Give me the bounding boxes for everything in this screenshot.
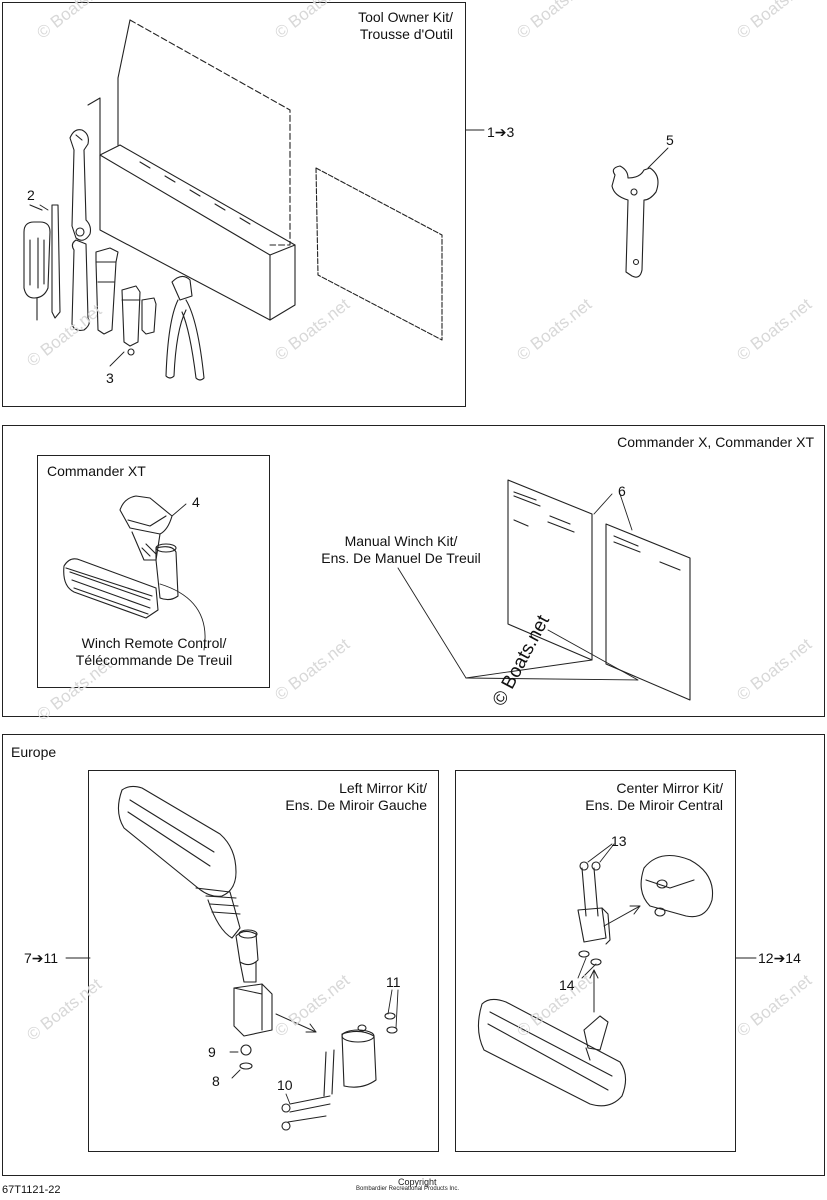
winch-remote-label-line2: Télécommande De Treuil — [75, 652, 233, 668]
tool-kit-title-line1: Tool Owner Kit/ — [358, 9, 453, 25]
center-mirror-subpanel — [455, 770, 736, 1152]
small-socket-drawing — [141, 297, 157, 335]
callout-2: 2 — [27, 187, 35, 203]
callout-11: 11 — [386, 974, 401, 990]
callout-14: 14 — [559, 977, 575, 993]
left-mirror-title-line1: Left Mirror Kit/ — [339, 780, 427, 796]
socket-three-drawing — [121, 285, 141, 356]
callout-13: 13 — [611, 833, 627, 849]
commander-panel — [2, 425, 825, 717]
callout-9: 9 — [208, 1044, 216, 1060]
callout-8: 8 — [212, 1073, 220, 1089]
tool-card-drawing — [315, 167, 443, 341]
right-range-label: 12➔14 — [758, 950, 801, 966]
center-mirror-drawing — [477, 854, 714, 1107]
tool-kit-panel — [2, 2, 466, 407]
commander-header: Commander X, Commander XT — [617, 434, 814, 450]
commander-xt-subpanel — [37, 455, 270, 688]
center-mirror-title-line1: Center Mirror Kit/ — [616, 780, 723, 796]
tool-kit-range-label: 1➔3 — [487, 124, 515, 140]
left-mirror-subpanel — [88, 770, 439, 1152]
winch-remote-drawing — [63, 495, 179, 619]
wrench-drawing — [69, 129, 92, 241]
tool-case-drawing — [87, 19, 296, 321]
winch-manual-drawing — [507, 479, 691, 701]
europe-header: Europe — [11, 744, 57, 760]
part-code: 67T1121-22 — [2, 1184, 61, 1196]
socket-drawing — [95, 247, 119, 335]
left-mirror-drawing — [117, 785, 398, 1131]
left-mirror-title-line2: Ens. De Miroir Gauche — [285, 797, 427, 813]
center-mirror-title-line2: Ens. De Miroir Central — [585, 797, 723, 813]
commander-xt-title: Commander XT — [47, 463, 146, 479]
tool-kit-title-line2: Trousse d'Outil — [359, 26, 453, 42]
europe-panel — [2, 734, 825, 1176]
callout-10: 10 — [277, 1077, 293, 1093]
manual-winch-label-line1: Manual Winch Kit/ — [344, 533, 458, 549]
open-wrench-drawing — [71, 239, 90, 331]
left-range-label: 7➔11 — [24, 950, 59, 966]
copyright-line2: Bombardier Recreational Products Inc. — [356, 1186, 460, 1192]
spanner-drawing — [611, 165, 659, 278]
copyright-line1: Copyright — [398, 1177, 437, 1187]
probe-drawing — [51, 204, 61, 319]
callout-4: 4 — [192, 494, 200, 510]
screwdriver-drawing — [23, 204, 51, 321]
assembly-arrows — [275, 905, 641, 1033]
callout-6: 6 — [618, 483, 626, 499]
winch-remote-label-line1: Winch Remote Control/ — [81, 635, 227, 651]
callout-5: 5 — [666, 132, 674, 148]
callout-3: 3 — [106, 370, 114, 386]
leader-lines — [39, 129, 757, 1105]
manual-winch-label-line2: Ens. De Manuel De Treuil — [321, 550, 481, 566]
pliers-drawing — [165, 275, 205, 381]
